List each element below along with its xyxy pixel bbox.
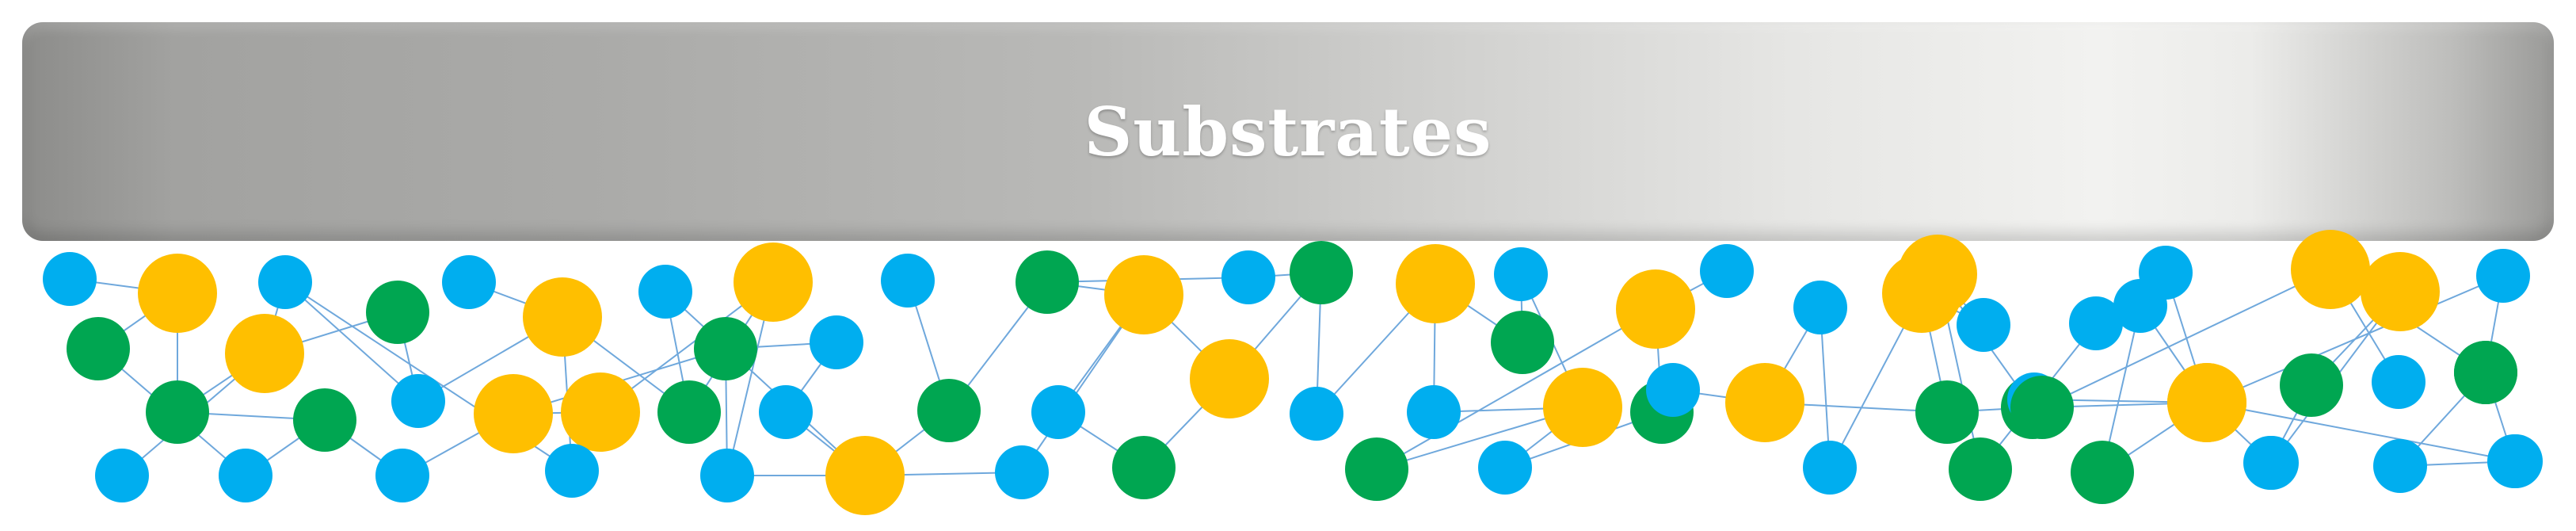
cyan-node [2245, 436, 2299, 490]
substrate-label: Substrates [1084, 92, 1492, 171]
cyan-node [700, 449, 754, 502]
green-node [1345, 437, 1408, 501]
green-node [1290, 241, 1353, 304]
yellow-node [1616, 269, 1695, 349]
cyan-node [375, 449, 429, 502]
green-node [1016, 250, 1079, 314]
cyan-node [1407, 385, 1461, 439]
cyan-node [1221, 250, 1275, 304]
yellow-node [1396, 244, 1475, 323]
yellow-node [523, 277, 602, 357]
green-node [657, 380, 721, 444]
cyan-node [1700, 244, 1754, 298]
yellow-node [138, 254, 217, 333]
cyan-node [2372, 355, 2425, 409]
cyan-node [881, 254, 935, 308]
yellow-node [225, 314, 304, 393]
cyan-node [1290, 387, 1343, 441]
yellow-node [1190, 339, 1269, 418]
cyan-node [759, 385, 813, 439]
cyan-node [1478, 441, 1532, 495]
yellow-node [2361, 252, 2440, 331]
green-node [1949, 437, 2012, 501]
cyan-node [1646, 363, 1700, 417]
cyan-node [2476, 249, 2530, 303]
cyan-node [638, 265, 692, 319]
green-node [2280, 353, 2343, 417]
cyan-node [95, 449, 149, 502]
cyan-node [1494, 247, 1548, 301]
green-node [2071, 441, 2134, 504]
yellow-node [1543, 368, 1622, 447]
green-node [1915, 380, 1979, 444]
green-node [2010, 376, 2074, 439]
green-node [917, 379, 981, 442]
green-node [293, 388, 356, 452]
node-layer [43, 230, 2543, 515]
substrate-bar: Substrates [22, 22, 2554, 241]
bond-line [284, 281, 419, 402]
cyan-node [43, 252, 97, 306]
cyan-node [810, 315, 863, 369]
bond-line [2206, 402, 2517, 462]
green-node [67, 317, 130, 380]
bond-line [2041, 269, 2331, 408]
bond-line [1376, 308, 1656, 470]
cyan-node [1793, 281, 1847, 334]
bond-line [665, 291, 866, 476]
yellow-node [2291, 230, 2370, 309]
green-node [1491, 311, 1554, 374]
green-node [694, 317, 757, 380]
cyan-node [1803, 441, 1857, 495]
cyan-node [391, 374, 445, 428]
yellow-node [2167, 363, 2246, 442]
yellow-node [561, 372, 640, 452]
cyan-node [2139, 246, 2193, 300]
cyan-node [1031, 385, 1085, 439]
cyan-node [258, 255, 312, 309]
cyan-node [2069, 296, 2123, 350]
cyan-node [2487, 434, 2541, 488]
yellow-node [734, 243, 813, 322]
yellow-node [1898, 235, 1977, 314]
yellow-node [1725, 363, 1804, 442]
yellow-node [1104, 255, 1183, 334]
cyan-node [1957, 298, 2010, 352]
yellow-node [825, 436, 905, 515]
cyan-node [442, 255, 496, 309]
cyan-node [995, 445, 1049, 499]
yellow-node [474, 374, 553, 453]
green-node [366, 281, 429, 344]
green-node [2454, 341, 2517, 404]
green-node [1112, 436, 1176, 499]
green-node [146, 380, 209, 444]
bond-line [2206, 275, 2504, 403]
cyan-node [2373, 439, 2427, 493]
cyan-node [545, 444, 599, 498]
cyan-node [219, 449, 272, 502]
